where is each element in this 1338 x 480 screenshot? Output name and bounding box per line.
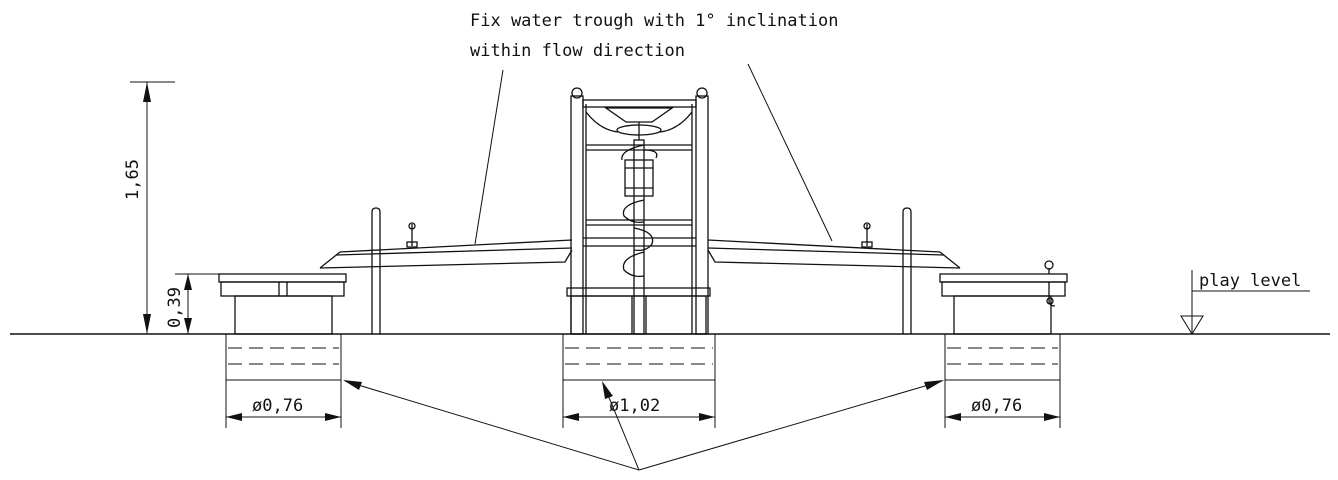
left-water-basin bbox=[218, 273, 347, 335]
height-dimension-0-39: 0,39 bbox=[165, 273, 222, 334]
right-water-trough bbox=[707, 207, 961, 334]
diameter-dimension-right: ø0,76 bbox=[944, 380, 1061, 428]
height-dimension-1-65: 1,65 bbox=[123, 81, 175, 334]
annotation-line-2: within flow direction bbox=[470, 41, 685, 61]
diameter-label-left: ø0,76 bbox=[252, 396, 303, 416]
diameter-label-right: ø0,76 bbox=[971, 396, 1022, 416]
diameter-dimension-left: ø0,76 bbox=[225, 380, 342, 428]
right-water-basin bbox=[939, 260, 1068, 335]
annotation-leaders bbox=[474, 63, 833, 245]
foundation-center bbox=[562, 334, 716, 381]
annotation-line-1: Fix water trough with 1° inclination bbox=[470, 11, 838, 31]
central-water-tower bbox=[566, 87, 711, 335]
play-level-label: play level bbox=[1199, 271, 1301, 291]
foundation-leaders bbox=[343, 380, 944, 471]
diameter-dimension-center: ø1,02 bbox=[562, 380, 716, 428]
height-label-1-65: 1,65 bbox=[123, 159, 143, 200]
play-level-marker: play level bbox=[1180, 270, 1310, 335]
left-water-trough bbox=[319, 207, 573, 334]
foundation-left bbox=[225, 334, 342, 381]
foundation-right bbox=[944, 334, 1061, 381]
height-label-0-39: 0,39 bbox=[165, 287, 185, 328]
diameter-label-center: ø1,02 bbox=[609, 396, 660, 416]
